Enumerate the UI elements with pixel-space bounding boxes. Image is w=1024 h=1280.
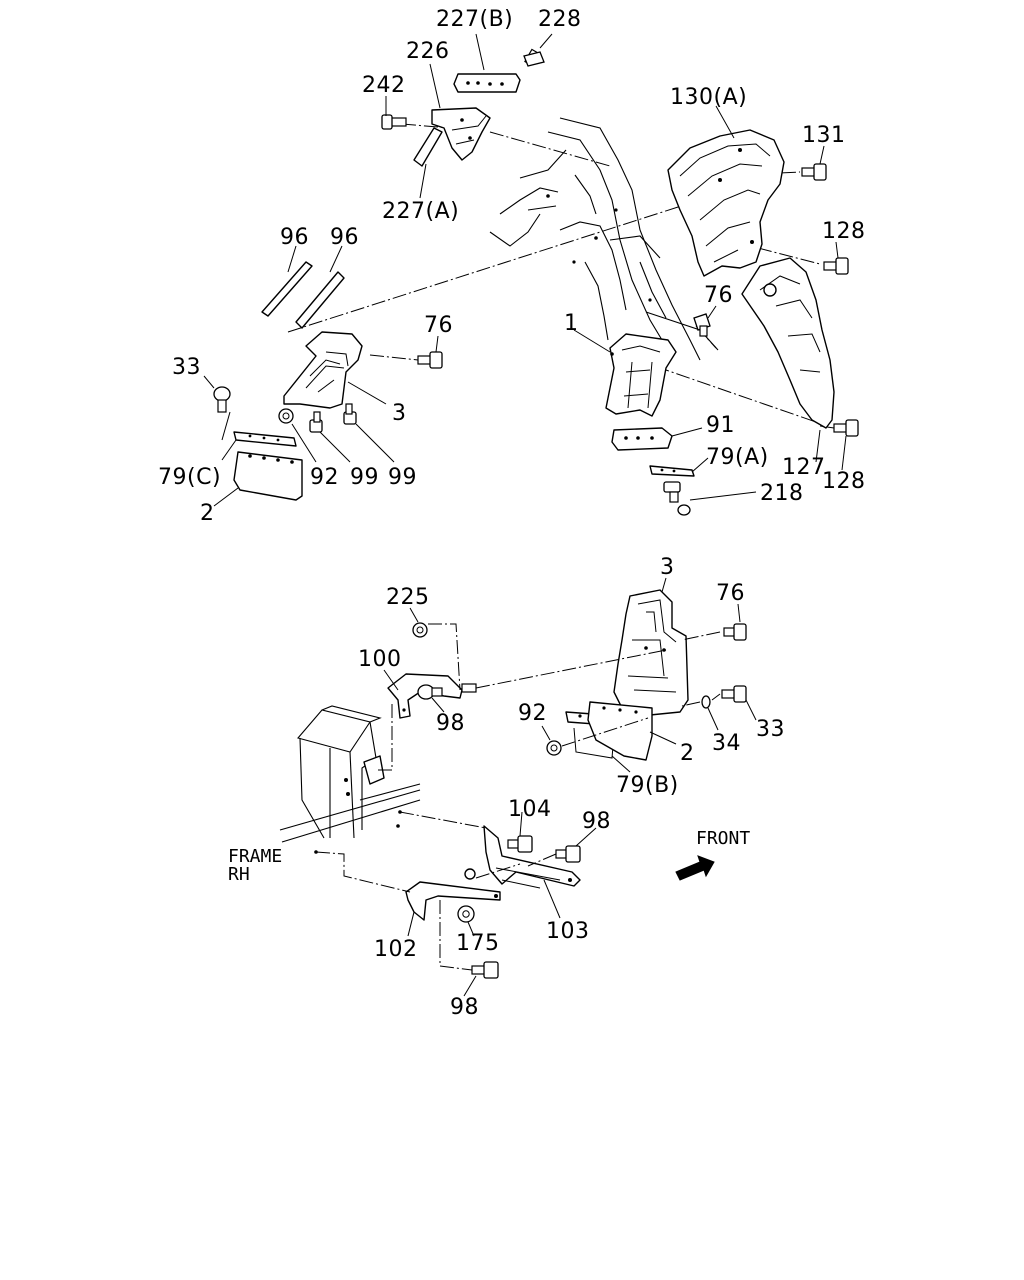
callout-3-top: 3 bbox=[392, 401, 407, 426]
callout-100: 100 bbox=[358, 647, 402, 672]
callout-79b: 79(B) bbox=[616, 773, 679, 798]
callout-2-top: 2 bbox=[200, 501, 215, 526]
callout-1: 1 bbox=[564, 311, 579, 336]
bracket-226 bbox=[431, 107, 491, 161]
washer-34 bbox=[701, 695, 711, 709]
plate-91 bbox=[611, 427, 673, 451]
callout-128-top: 128 bbox=[822, 219, 866, 244]
callout-99-right: 99 bbox=[388, 465, 417, 490]
bolt-76-top-right bbox=[693, 313, 711, 337]
callout-91: 91 bbox=[706, 413, 735, 438]
callout-3-bottom: 3 bbox=[660, 555, 675, 580]
frame-rh-outline bbox=[279, 705, 421, 854]
bracket-102 bbox=[405, 868, 501, 921]
callout-175: 175 bbox=[456, 931, 500, 956]
bolt-33-bottom bbox=[721, 685, 747, 703]
callout-76-top-mid: 76 bbox=[424, 313, 453, 338]
callout-228: 228 bbox=[538, 7, 582, 32]
bolt-128-top bbox=[823, 257, 849, 275]
nut-92-top bbox=[278, 408, 294, 424]
callout-99-left: 99 bbox=[350, 465, 379, 490]
callout-92-top: 92 bbox=[310, 465, 339, 490]
strip-79a bbox=[649, 465, 695, 477]
callout-127: 127 bbox=[782, 455, 826, 480]
callout-98-right: 98 bbox=[582, 809, 611, 834]
callout-227a: 227(A) bbox=[382, 199, 459, 224]
frame-label: FRAME bbox=[228, 846, 282, 867]
bolt-128-bottom bbox=[833, 419, 859, 437]
nut-225 bbox=[412, 622, 428, 638]
callout-225: 225 bbox=[386, 585, 430, 610]
plate-227b bbox=[453, 73, 521, 93]
leader-lines-bottom bbox=[383, 577, 757, 997]
bolt-98-bracket bbox=[417, 684, 443, 700]
callout-2-bottom: 2 bbox=[680, 741, 695, 766]
callout-131: 131 bbox=[802, 123, 846, 148]
liner-127 bbox=[741, 257, 835, 429]
callout-130a: 130(A) bbox=[670, 85, 747, 110]
plate-3-top bbox=[283, 331, 363, 409]
strip-227a bbox=[413, 127, 443, 167]
bolt-98-bottom bbox=[471, 961, 499, 979]
bolt-76-bottom bbox=[723, 623, 747, 641]
callout-labels: 227(B) 228 226 242 227(A) 130(A) 131 128… bbox=[158, 7, 866, 1020]
bolt-98-right bbox=[555, 845, 581, 863]
callout-226: 226 bbox=[406, 39, 450, 64]
nut-92-bottom bbox=[546, 740, 562, 756]
bolt-99-right bbox=[343, 403, 357, 425]
callout-104: 104 bbox=[508, 797, 552, 822]
frame-rh-label: RH bbox=[228, 864, 250, 885]
callout-34: 34 bbox=[712, 731, 741, 756]
bolt-104 bbox=[507, 835, 533, 853]
front-label: FRONT bbox=[696, 828, 750, 849]
strip-79c bbox=[233, 431, 297, 447]
bracket-1 bbox=[605, 333, 677, 417]
bolt-76-top-mid bbox=[417, 351, 443, 369]
bolt-33-top bbox=[213, 386, 231, 413]
leader-lines-top bbox=[203, 33, 847, 507]
bolt-99-left bbox=[309, 411, 323, 433]
clip-218 bbox=[663, 481, 691, 516]
mudflap-2-top bbox=[233, 451, 303, 501]
front-arrow-icon bbox=[675, 855, 715, 881]
nut-175 bbox=[457, 905, 475, 923]
callout-33-bottom: 33 bbox=[756, 717, 785, 742]
callout-103: 103 bbox=[546, 919, 590, 944]
strip-96-left bbox=[261, 261, 313, 317]
callout-33-top: 33 bbox=[172, 355, 201, 380]
bolt-228 bbox=[523, 48, 545, 67]
mudflap-2-bottom bbox=[587, 701, 653, 761]
callout-218: 218 bbox=[760, 481, 804, 506]
bolt-131 bbox=[801, 163, 827, 181]
callout-96-left: 96 bbox=[280, 225, 309, 250]
callout-76-top-right: 76 bbox=[704, 283, 733, 308]
callout-128-bottom: 128 bbox=[822, 469, 866, 494]
bracket-103 bbox=[483, 825, 581, 889]
callout-76-bottom: 76 bbox=[716, 581, 745, 606]
mudguard-130a bbox=[667, 129, 785, 277]
callout-98-bracket: 98 bbox=[436, 711, 465, 736]
callout-92-bottom: 92 bbox=[518, 701, 547, 726]
callout-242: 242 bbox=[362, 73, 406, 98]
bolt-242 bbox=[381, 114, 407, 130]
callout-227b: 227(B) bbox=[436, 7, 513, 32]
strip-96-right bbox=[295, 271, 345, 329]
callout-98-bottom: 98 bbox=[450, 995, 479, 1020]
callout-102: 102 bbox=[374, 937, 418, 962]
assembly-lines-bottom bbox=[315, 623, 721, 971]
callout-79a: 79(A) bbox=[706, 445, 769, 470]
callout-79c: 79(C) bbox=[158, 465, 221, 490]
callout-96-right: 96 bbox=[330, 225, 359, 250]
